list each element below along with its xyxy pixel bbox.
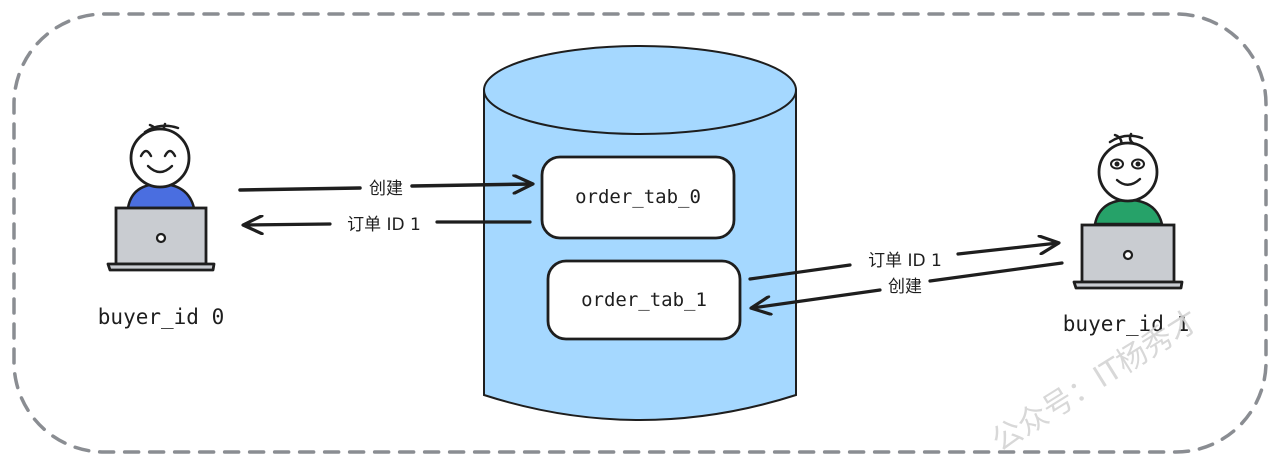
table-label: order_tab_0 <box>575 186 701 208</box>
head <box>1097 141 1159 203</box>
smile <box>1115 177 1142 186</box>
table-order-tab-0[interactable]: order_tab_0 <box>540 155 736 240</box>
buyer-1-avatar <box>1072 132 1184 290</box>
arrow-orderid-to-buyer1: 订单 ID 1 <box>748 243 1058 281</box>
buyer-0-avatar <box>106 122 216 272</box>
closed-eyes <box>139 149 177 158</box>
arrow-create-to-tab1: 创建 <box>752 261 1064 308</box>
table-label: order_tab_1 <box>581 289 707 311</box>
arrow-label: 订单 ID 1 <box>868 251 942 271</box>
arrow-label: 订单 ID 1 <box>347 215 421 235</box>
buyer-0-label: buyer_id 0 <box>98 305 224 329</box>
buyer-1-label: buyer_id 1 <box>1063 312 1189 336</box>
arrow-create-to-tab0: 创建 <box>238 179 532 199</box>
arrow-label: 创建 <box>369 179 403 199</box>
arrow-label: 创建 <box>888 277 922 297</box>
head <box>129 127 191 189</box>
smile <box>146 164 174 174</box>
shirt <box>1093 198 1164 226</box>
arrow-orderid-to-buyer0: 订单 ID 1 <box>244 215 532 235</box>
outer-dashed-frame <box>12 12 1268 454</box>
table-order-tab-1[interactable]: order_tab_1 <box>546 259 742 341</box>
